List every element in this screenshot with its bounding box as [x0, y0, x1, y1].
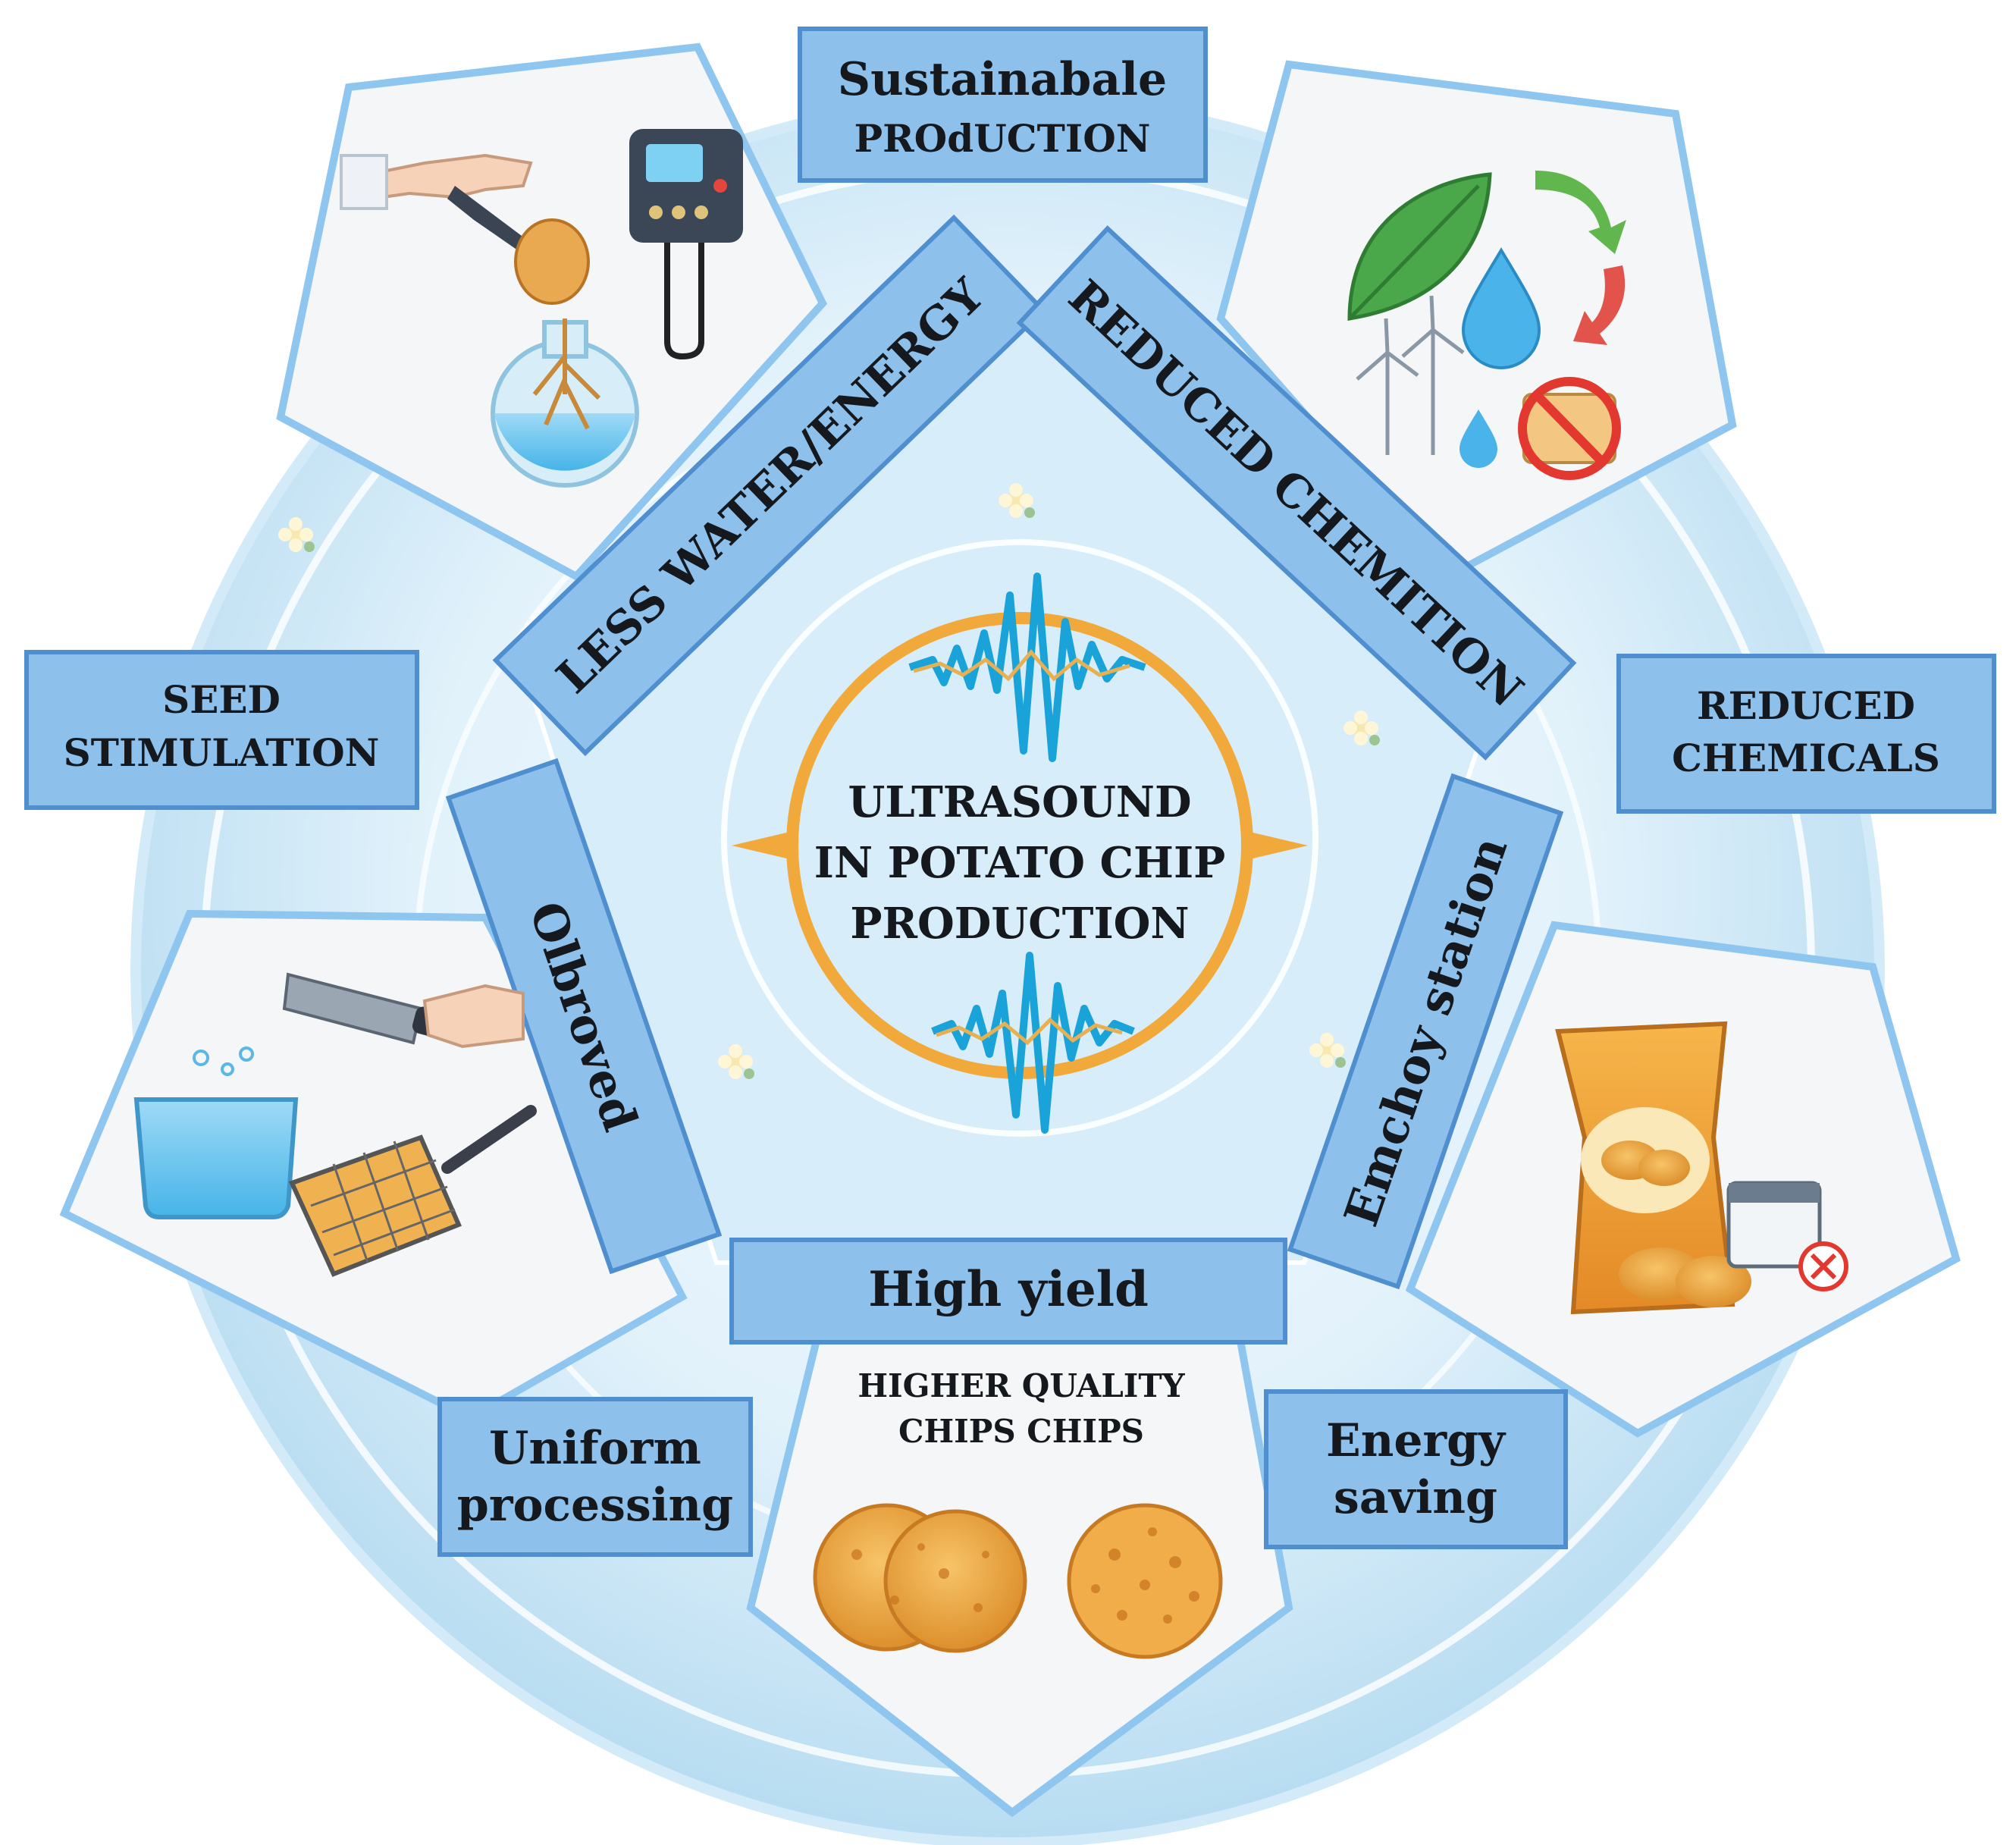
label-left-line-2: STIMULATION: [64, 730, 380, 775]
label-right-line-2: CHEMICALS: [1672, 736, 1940, 780]
controller-knob-2: [672, 206, 685, 219]
small-drop-icon: [1459, 409, 1497, 468]
chip-icon-2: [883, 1509, 1027, 1653]
processing-illustration: [133, 972, 537, 1277]
leaf-vein: [1348, 184, 1480, 320]
quality-caption-line-1: HIGHER QUALITY: [858, 1367, 1185, 1404]
label-box-bottom-left: Uniform processing: [437, 1397, 753, 1557]
recycle-arrow-green-icon: [1535, 171, 1626, 254]
packaged-chips-illustration: [1555, 1021, 1848, 1315]
center-emblem: ULTRASOUND IN POTATO CHIP PRODUCTION: [732, 573, 1308, 1134]
recycle-arrow-red-icon: [1573, 265, 1626, 345]
flower-icon-3: [1343, 711, 1380, 745]
center-title-line-3: PRODUCTION: [850, 899, 1189, 949]
ultrasound-wave-bottom-gold: [936, 1017, 1123, 1046]
water-drop-icon: [1461, 247, 1541, 369]
label-left-line-1: SEED: [162, 677, 281, 722]
bubble-icon-3: [239, 1046, 254, 1062]
flower-icon-5: [718, 1044, 754, 1079]
no-sign-icon: [1518, 377, 1621, 480]
probe-icon: [447, 186, 531, 254]
label-top-line-1: Sustainabale: [838, 53, 1167, 106]
ribbon-bottom: High yield: [729, 1238, 1287, 1345]
flask-water: [494, 413, 635, 471]
label-box-left: SEED STIMULATION: [24, 650, 419, 810]
hand-cutting-icon: [422, 984, 525, 1049]
no-sign-slash: [1534, 392, 1605, 465]
fryer-basket-icon: [288, 1134, 462, 1277]
quality-chips-panel: HIGHER QUALITY CHIPS CHIPS: [813, 1367, 1223, 1659]
flower-icon-2: [999, 483, 1035, 518]
ultrasound-wave-top: [908, 573, 1146, 762]
controller-knob-red: [713, 179, 727, 193]
wind-turbine-icon: [1356, 295, 1465, 455]
potato-icon: [514, 218, 590, 305]
sleeve-icon: [340, 154, 388, 210]
flower-icon-4: [1309, 1033, 1346, 1068]
controller-knob-3: [694, 206, 708, 219]
label-box-right: REDUCED CHEMICALS: [1616, 654, 1996, 814]
basket-handle: [441, 1105, 537, 1174]
center-title-line-2: IN POTATO CHIP: [814, 838, 1226, 888]
loose-chip-2: [1676, 1256, 1751, 1307]
controller-cable: [664, 243, 704, 360]
roots-icon: [532, 318, 601, 430]
controller-screen: [646, 144, 703, 182]
inner-ring: [721, 539, 1318, 1137]
bubble-icon-1: [193, 1050, 209, 1066]
label-top-line-2: PROdUCTION: [854, 116, 1151, 161]
bag-chip-2: [1638, 1150, 1690, 1186]
basket-mesh: [310, 1141, 456, 1263]
water-pot-icon: [133, 1097, 299, 1219]
quality-caption-line-2: CHIPS CHIPS: [898, 1413, 1144, 1450]
knife-icon: [282, 972, 423, 1045]
label-bottom-left-line-2: processing: [457, 1479, 733, 1532]
label-bottom-right-line-2: saving: [1334, 1471, 1497, 1524]
bubble-icon-2: [221, 1062, 234, 1076]
chip-texture: [851, 1527, 1199, 1624]
ultrasound-wave-bottom: [931, 952, 1135, 1134]
calendar-header: [1729, 1183, 1820, 1203]
center-title-line-1: ULTRASOUND: [848, 777, 1191, 827]
label-right-line-1: REDUCED: [1697, 683, 1915, 728]
label-bottom-right-line-1: Energy: [1326, 1414, 1507, 1467]
flower-icon-1: [278, 517, 315, 552]
label-box-top: Sustainabale PROdUCTION: [798, 27, 1208, 183]
label-box-bottom-right: Energy saving: [1264, 1389, 1568, 1549]
expired-x-mark: [1810, 1253, 1837, 1280]
controller-knob-1: [649, 206, 663, 219]
seed-stimulation-illustration: [340, 129, 743, 488]
reduced-chemicals-illustration: [1347, 171, 1626, 480]
ribbon-bottom-label: High yield: [868, 1261, 1149, 1318]
ultrasound-wave-top-gold: [913, 649, 1130, 682]
label-bottom-left-line-1: Uniform: [489, 1422, 701, 1475]
emblem-right-spike: [1243, 830, 1308, 861]
emblem-left-spike: [732, 830, 796, 861]
